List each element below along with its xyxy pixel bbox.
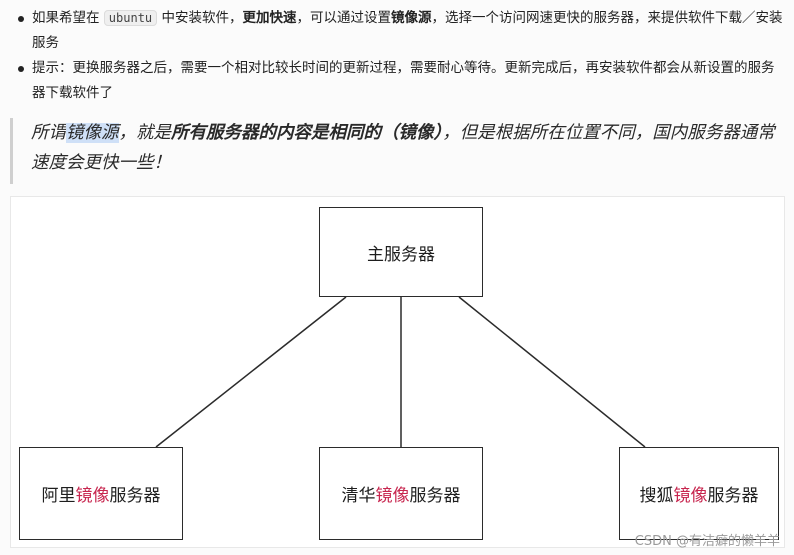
bullet-text: 提示：更换服务器之后，需要一个相对比较长时间的更新过程，需要耐心等待。更新完成后… <box>32 60 775 101</box>
main-server-node: 主服务器 <box>319 207 483 297</box>
node-mirror-word: 镜像 <box>75 486 110 506</box>
sohu-mirror-node: 搜狐镜像服务器 <box>619 447 779 540</box>
bold-faster: 更加快速 <box>242 10 297 26</box>
aliyun-mirror-node: 阿里镜像服务器 <box>19 447 183 540</box>
tsinghua-mirror-node: 清华镜像服务器 <box>319 447 483 540</box>
node-mirror-word: 镜像 <box>673 486 708 506</box>
bullet-text: ，选择一个访问网速更快的服务器，来提供软件下载／安装服务 <box>32 10 783 51</box>
csdn-watermark: CSDN @有洁癖的懒羊羊 <box>634 534 780 549</box>
server-diagram: 主服务器 阿里镜像服务器 清华镜像服务器 搜狐镜像服务器 <box>10 196 785 548</box>
quote-highlight: 镜像源 <box>66 123 119 143</box>
bullet-text: ，可以通过设置 <box>296 10 391 26</box>
bullet-item-mirror-intro: 如果希望在 ubuntu 中安装软件，更加快速，可以通过设置镜像源，选择一个访问… <box>14 6 784 56</box>
node-prefix: 搜狐 <box>639 486 674 506</box>
bullet-text: 中安装软件， <box>157 10 243 26</box>
inline-code-ubuntu: ubuntu <box>103 10 158 26</box>
bold-mirror-source: 镜像源 <box>390 10 432 26</box>
diagram-connectors <box>155 296 646 448</box>
node-suffix: 服务器 <box>409 486 461 506</box>
blockquote: 所谓镜像源，就是所有服务器的内容是相同的（镜像），但是根据所在位置不同，国内服务… <box>10 118 785 184</box>
quote-text: ，但是根据所在位置不同，国内服务器通常速度会更快一些！ <box>31 123 775 173</box>
node-prefix: 清华 <box>341 486 376 506</box>
connector-left <box>155 296 347 448</box>
bullet-list: 如果希望在 ubuntu 中安装软件，更加快速，可以通过设置镜像源，选择一个访问… <box>14 6 784 106</box>
bullet-text: 如果希望在 <box>32 10 104 26</box>
quote-bold: 所有服务器的内容是相同的（镜像） <box>171 123 443 143</box>
connector-right <box>458 296 646 448</box>
node-mirror-word: 镜像 <box>375 486 410 506</box>
quote-text: 所谓 <box>31 123 66 143</box>
main-server-label: 主服务器 <box>367 244 435 265</box>
node-prefix: 阿里 <box>41 486 76 506</box>
node-suffix: 服务器 <box>707 486 759 506</box>
quote-text: ，就是 <box>118 123 172 143</box>
node-suffix: 服务器 <box>109 486 161 506</box>
bullet-item-tip: 提示：更换服务器之后，需要一个相对比较长时间的更新过程，需要耐心等待。更新完成后… <box>14 56 784 106</box>
